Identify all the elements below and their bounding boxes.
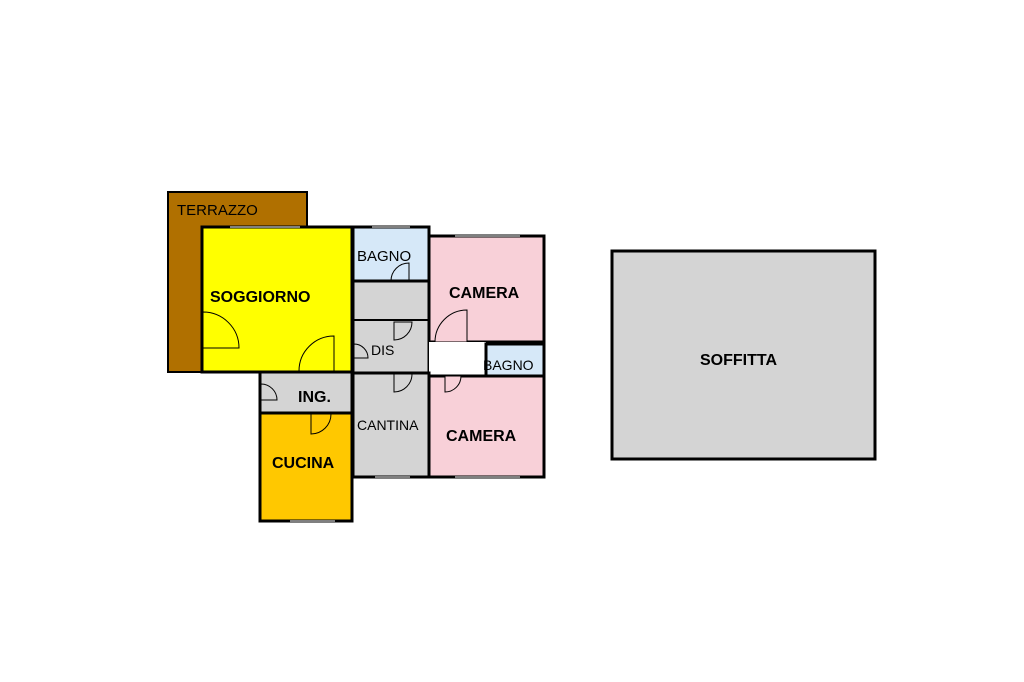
room-dis-label: DIS xyxy=(371,342,394,358)
room-ingresso-area xyxy=(258,370,354,415)
room-soffitta-area xyxy=(610,249,877,461)
room-bagno-top-label: BAGNO xyxy=(357,248,411,265)
room-camera-bottom: CAMERA xyxy=(427,374,546,479)
hallway-strip xyxy=(429,342,486,372)
door-swing-cantina xyxy=(393,373,413,393)
room-bagno-top: BAGNO xyxy=(351,225,431,283)
room-camera-bottom-label: CAMERA xyxy=(446,428,517,445)
room-cantina-label: CANTINA xyxy=(357,417,419,433)
room-dis-area xyxy=(351,279,431,375)
door-swing-dis-upper xyxy=(393,321,413,341)
door-swing-soggiorno-bottom xyxy=(298,335,335,372)
room-cucina-label: CUCINA xyxy=(272,455,335,472)
door-swing-camera-top xyxy=(434,309,468,343)
door-swing-soggiorno-left xyxy=(202,311,240,349)
room-soffitta-label: SOFFITTA xyxy=(700,352,777,369)
room-soggiorno: SOGGIORNO xyxy=(200,225,354,374)
room-camera-top: CAMERA xyxy=(427,234,546,344)
door-swing-cucina xyxy=(310,413,332,435)
room-soggiorno-label: SOGGIORNO xyxy=(210,289,310,306)
room-ingresso: ING. xyxy=(258,370,354,415)
door-swing-camera-bottom xyxy=(444,375,462,393)
room-ingresso-label: ING. xyxy=(298,389,331,406)
room-camera-bottom-area xyxy=(427,374,546,479)
door-swing-dis-left xyxy=(353,343,369,359)
room-cucina: CUCINA xyxy=(258,411,354,523)
room-cantina: CANTINA xyxy=(351,371,431,479)
room-cucina-area xyxy=(258,411,354,523)
room-bagno-small: BAGNO xyxy=(483,342,546,378)
window-marks xyxy=(230,226,520,522)
room-camera-top-label: CAMERA xyxy=(449,285,520,302)
door-swing-ingresso xyxy=(260,383,278,401)
room-cantina-area xyxy=(351,371,431,479)
room-bagno-small-label: BAGNO xyxy=(483,357,534,373)
room-soffitta: SOFFITTA xyxy=(610,249,877,461)
room-terrazzo-label: TERRAZZO xyxy=(177,202,258,219)
room-dis: DIS xyxy=(351,279,431,375)
